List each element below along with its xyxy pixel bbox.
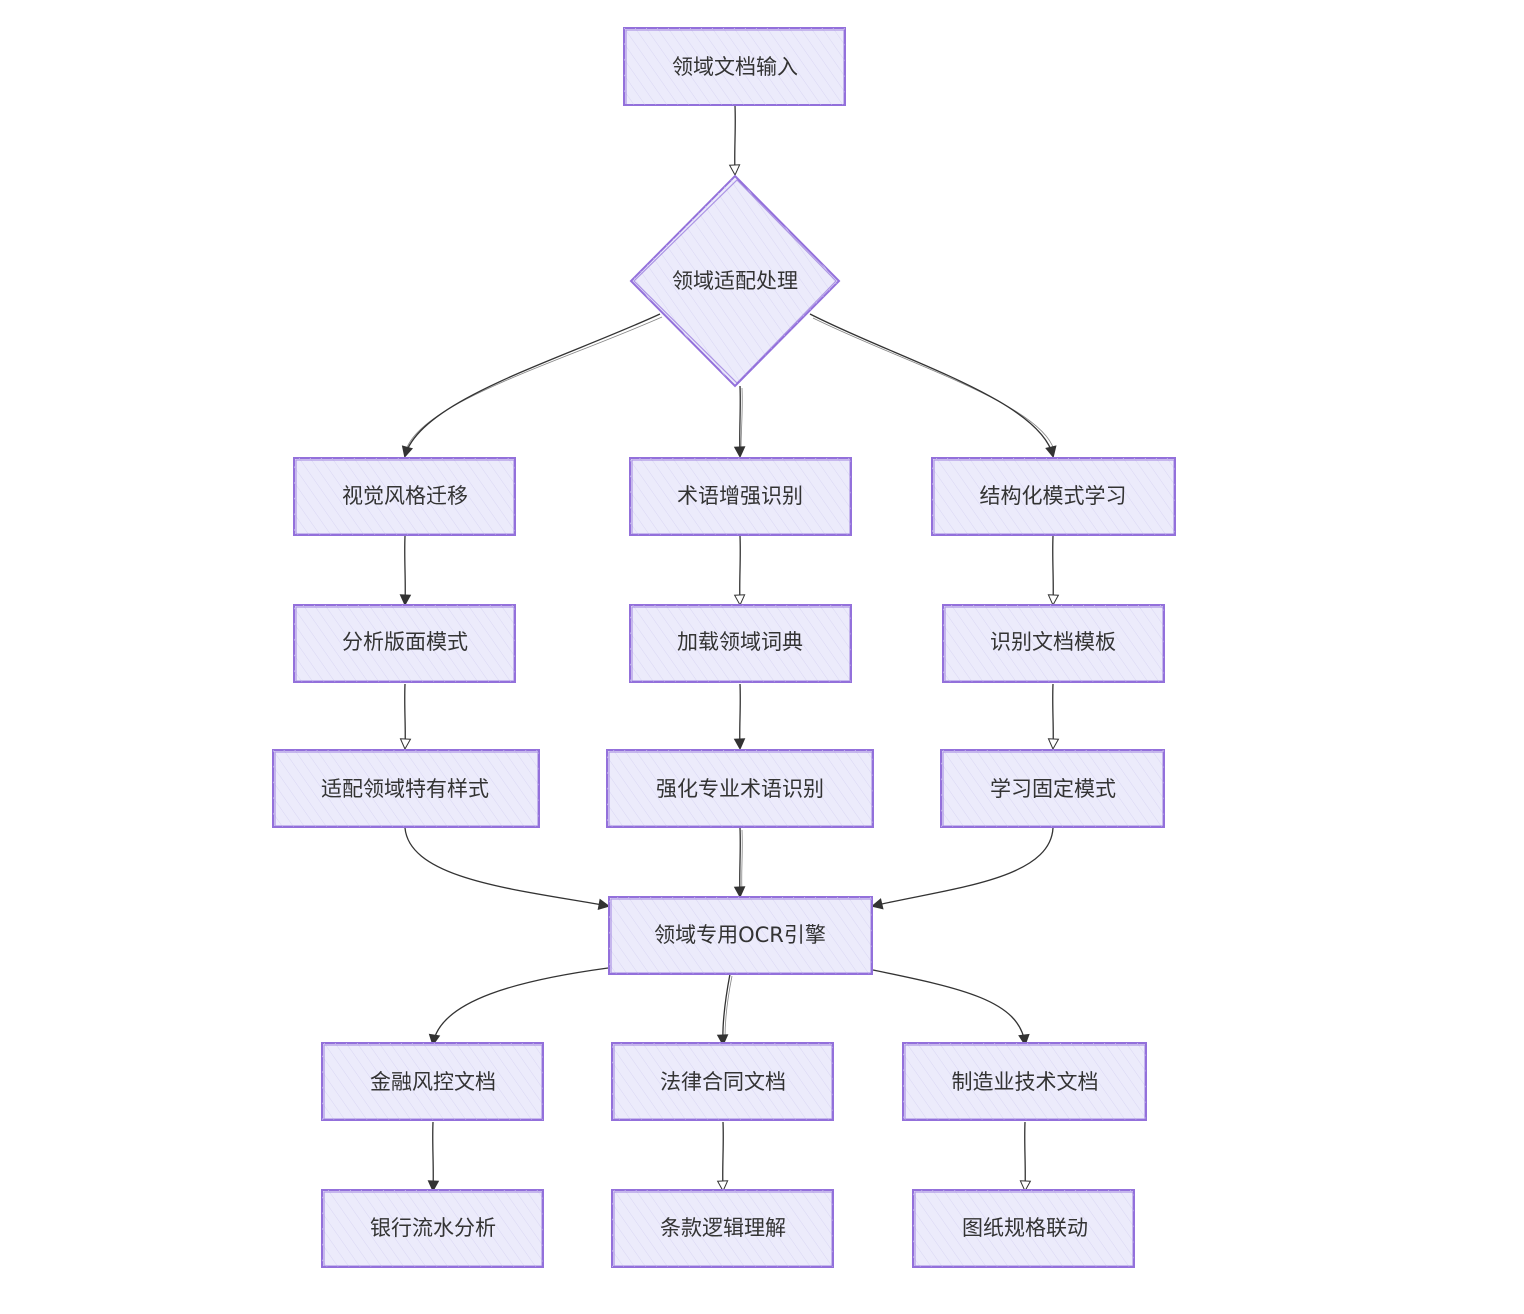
edge-legal-to-clause-logic: [723, 1121, 724, 1190]
node-layout-analysis[interactable]: 分析版面模式: [293, 604, 516, 683]
edge-engine-to-finance: [433, 967, 609, 1044]
node-input[interactable]: 领域文档输入: [623, 27, 846, 106]
edge-adapt-to-term-enhance: [740, 385, 743, 456]
edge-adapt-to-struct-learn: [809, 313, 1054, 456]
node-load-dict-label: 加载领域词典: [677, 630, 803, 654]
edge-engine-to-legal: [723, 973, 733, 1044]
node-bank-flow-label: 银行流水分析: [370, 1216, 496, 1240]
node-layout-analysis-label: 分析版面模式: [342, 630, 468, 654]
node-domain-style-label: 适配领域特有样式: [321, 777, 489, 801]
node-engine-label: 领域专用OCR引擎: [654, 923, 826, 947]
node-fixed-pattern-label: 学习固定模式: [990, 777, 1116, 801]
node-load-dict[interactable]: 加载领域词典: [629, 604, 852, 683]
edge-load-dict-to-term-recog: [740, 683, 741, 748]
node-term-enhance-label: 术语增强识别: [677, 484, 803, 508]
node-drawing-link[interactable]: 图纸规格联动: [912, 1189, 1135, 1268]
edge-manufacturing-to-drawing: [1025, 1121, 1026, 1190]
node-term-recog-label: 强化专业术语识别: [656, 777, 824, 801]
node-bank-flow[interactable]: 银行流水分析: [321, 1189, 544, 1268]
edge-style-transfer-to-layout: [405, 535, 406, 604]
edge-layout-to-domain-style: [405, 683, 406, 748]
edge-struct-learn-to-template: [1053, 535, 1054, 604]
node-clause-logic[interactable]: 条款逻辑理解: [611, 1189, 834, 1268]
node-adapt-decision[interactable]: 领域适配处理: [629, 174, 841, 388]
node-finance-label: 金融风控文档: [370, 1070, 496, 1094]
edge-finance-to-bank-flow: [433, 1121, 434, 1190]
node-manufacturing[interactable]: 制造业技术文档: [902, 1042, 1147, 1121]
node-template-recog-label: 识别文档模板: [990, 630, 1116, 654]
edge-engine-to-manufacturing: [872, 969, 1025, 1044]
node-finance[interactable]: 金融风控文档: [321, 1042, 544, 1121]
node-struct-learn[interactable]: 结构化模式学习: [931, 457, 1176, 536]
node-legal[interactable]: 法律合同文档: [611, 1042, 834, 1121]
node-legal-label: 法律合同文档: [660, 1070, 786, 1094]
node-input-label: 领域文档输入: [672, 55, 798, 79]
node-template-recog[interactable]: 识别文档模板: [942, 604, 1165, 683]
edge-domain-style-to-engine: [404, 827, 608, 906]
node-style-transfer-label: 视觉风格迁移: [342, 484, 468, 508]
node-struct-learn-label: 结构化模式学习: [980, 484, 1127, 508]
node-clause-logic-label: 条款逻辑理解: [660, 1216, 786, 1240]
edge-template-to-fixed-pattern: [1053, 683, 1054, 748]
edge-adapt-to-style-transfer: [405, 313, 663, 456]
node-style-transfer[interactable]: 视觉风格迁移: [293, 457, 516, 536]
node-manufacturing-label: 制造业技术文档: [952, 1070, 1099, 1094]
edges: [404, 105, 1054, 1190]
node-domain-style[interactable]: 适配领域特有样式: [272, 749, 540, 828]
node-adapt-label: 领域适配处理: [672, 269, 798, 293]
node-engine[interactable]: 领域专用OCR引擎: [608, 896, 873, 975]
edge-term-recog-to-engine: [740, 827, 743, 896]
nodes: 领域文档输入 领域适配处理 视觉风格迁移 术语增强识别 结构化模式学习: [272, 27, 1176, 1268]
node-term-recog[interactable]: 强化专业术语识别: [606, 749, 874, 828]
node-fixed-pattern[interactable]: 学习固定模式: [940, 749, 1165, 828]
edge-term-enhance-to-load-dict: [740, 535, 741, 604]
edge-input-to-adapt: [735, 105, 736, 174]
node-drawing-link-label: 图纸规格联动: [962, 1216, 1088, 1240]
node-term-enhance[interactable]: 术语增强识别: [629, 457, 852, 536]
edge-fixed-pattern-to-engine: [873, 827, 1054, 906]
